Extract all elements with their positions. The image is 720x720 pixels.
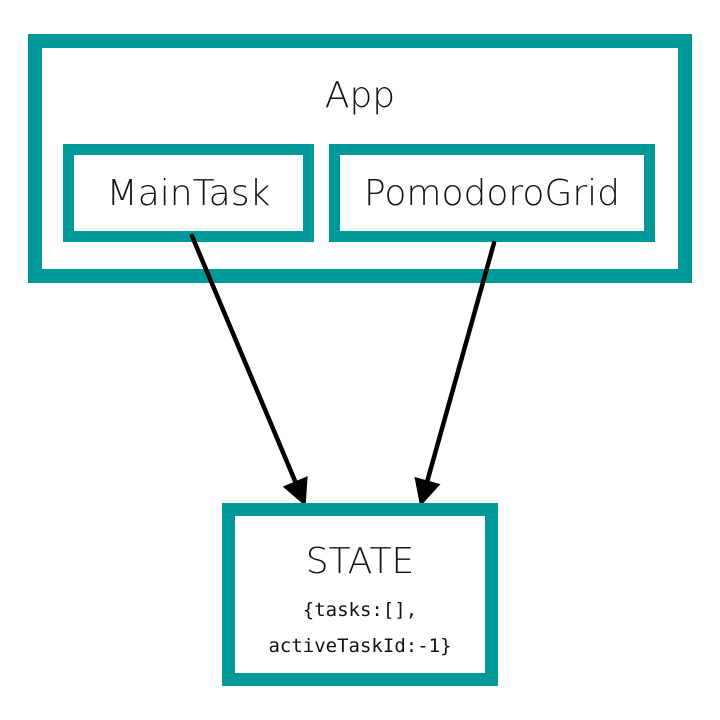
app-label: App (324, 75, 396, 116)
state-title: STATE (305, 541, 415, 582)
maintask-node: MainTask (63, 144, 314, 242)
state-node: STATE {tasks:[], activeTaskId:-1} (222, 503, 498, 686)
pomodorogrid-node: PomodoroGrid (329, 144, 655, 242)
edge-maintask-to-state (189, 233, 308, 507)
state-line-tasks: {tasks:[], (302, 599, 418, 621)
state-line-active-task-id: activeTaskId:-1} (268, 635, 452, 657)
edge-pomodorogrid-to-state (414, 240, 497, 507)
maintask-label: MainTask (106, 172, 271, 214)
pomodorogrid-label: PomodoroGrid (363, 172, 620, 214)
